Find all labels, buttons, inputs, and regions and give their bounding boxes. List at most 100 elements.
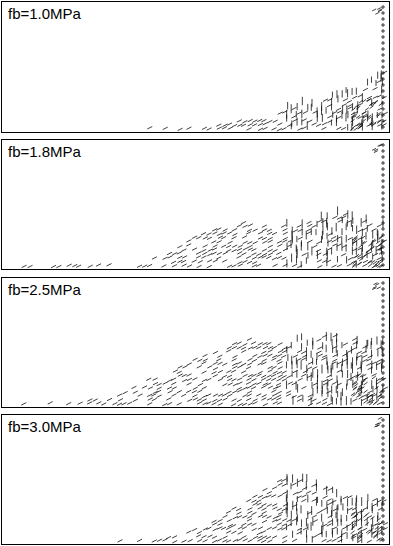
crack-mark [376, 379, 380, 382]
crack-mark [312, 535, 317, 538]
crack-mark [152, 257, 157, 260]
crack-mark [192, 390, 197, 393]
crack-mark [383, 29, 384, 33]
crack-mark [317, 347, 322, 350]
crack-mark [331, 247, 332, 254]
crack-mark [297, 515, 298, 522]
crack-mark [354, 514, 358, 517]
crack-mark [101, 403, 106, 406]
crack-mark [367, 96, 372, 99]
crack-mark [291, 254, 292, 263]
crack-mark [328, 488, 333, 491]
crack-mark [327, 503, 332, 506]
crack-mark [278, 343, 283, 346]
crack-mark [367, 340, 368, 346]
crack-mark [341, 515, 342, 522]
crack-mark [237, 387, 242, 390]
crack-mark [217, 399, 222, 402]
panel-frame: fb=3.0MPa [1, 414, 390, 545]
crack-mark [267, 504, 272, 507]
crack-mark [286, 346, 287, 353]
crack-mark [242, 394, 247, 397]
crack-mark [237, 224, 242, 227]
crack-mark [232, 346, 237, 349]
crack-mark [297, 491, 302, 494]
crack-mark [348, 257, 353, 260]
crack-mark [291, 483, 292, 489]
crack-mark [242, 343, 247, 346]
crack-mark [383, 77, 384, 81]
crack-mark [127, 402, 132, 405]
crack-mark [351, 119, 355, 122]
crack-mark [327, 223, 328, 231]
crack-group [22, 143, 387, 268]
crack-mark [226, 350, 231, 353]
crack-mark [361, 497, 362, 506]
crack-mark [369, 400, 373, 403]
crack-mark [346, 515, 347, 521]
crack-mark [157, 395, 162, 398]
crack-mark [263, 403, 268, 406]
crack-mark [302, 395, 303, 402]
crack-mark [306, 481, 307, 490]
crack-mark [322, 342, 323, 349]
crack-mark [317, 260, 322, 263]
crack-mark [341, 216, 346, 219]
crack-mark [383, 442, 384, 446]
crack-mark [378, 529, 382, 532]
crack-mark [383, 125, 384, 129]
crack-mark [326, 345, 327, 353]
crack-mark [251, 249, 256, 252]
crack-mark [267, 491, 272, 494]
crack-mark [272, 366, 277, 369]
crack-mark [246, 398, 251, 401]
crack-mark [202, 379, 207, 382]
crack-mark [307, 367, 312, 370]
crack-mark [306, 491, 311, 494]
crack-mark [383, 383, 384, 387]
crack-mark [383, 95, 384, 99]
crack-mark [373, 286, 377, 288]
crack-mark [383, 281, 384, 285]
crack-mark [312, 338, 313, 346]
crack-mark [262, 520, 267, 523]
crack-mark [352, 225, 353, 231]
crack-mark [232, 399, 237, 402]
panel-frame: fb=1.0MPa [1, 1, 390, 133]
crack-mark [377, 224, 382, 227]
crack-mark [336, 398, 337, 405]
crack-mark [48, 402, 53, 405]
crack-mark [297, 399, 302, 402]
crack-mark [208, 249, 213, 252]
crack-mark [267, 229, 272, 232]
crack-mark [301, 519, 302, 526]
crack-mark [226, 370, 231, 373]
crack-mark [383, 239, 384, 243]
crack-mark [227, 378, 232, 381]
crack-mark [277, 241, 282, 244]
crack-mark [218, 378, 223, 381]
crack-mark [276, 398, 281, 401]
crack-mark [246, 367, 251, 370]
crack-mark [276, 395, 281, 398]
crack-mark [277, 523, 282, 526]
crack-mark [182, 374, 187, 377]
crack-mark [263, 354, 268, 357]
crack-mark [237, 399, 242, 402]
crack-group [118, 417, 388, 543]
crack-mark [88, 265, 93, 268]
crack-mark [364, 390, 368, 393]
crack-mark [271, 495, 276, 498]
crack-mark [354, 105, 358, 108]
crack-mark [382, 358, 383, 364]
crack-mark [328, 379, 333, 382]
crack-mark [137, 265, 142, 268]
crack-mark [237, 346, 242, 349]
crack-mark [341, 530, 342, 537]
crack-mark [247, 516, 252, 519]
crack-mark [317, 107, 318, 113]
crack-mark [358, 103, 363, 106]
crack-mark [282, 350, 287, 353]
crack-mark [148, 398, 153, 401]
crack-mark [379, 235, 383, 238]
